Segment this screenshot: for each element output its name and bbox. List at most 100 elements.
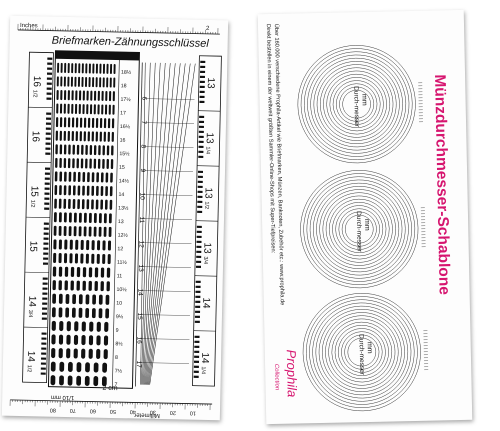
grid-row-value: 10 xyxy=(116,301,122,307)
right-gauge-perf xyxy=(200,60,206,64)
grid-perf-mark xyxy=(96,335,101,346)
grid-perf-mark xyxy=(103,349,108,360)
grid-perf-mark xyxy=(74,76,77,87)
grid-perf-mark xyxy=(76,375,82,386)
grid-perf-mark xyxy=(73,334,79,345)
grid-perf-mark xyxy=(98,294,103,305)
grid-perf-mark xyxy=(108,91,112,102)
grid-perf-mark xyxy=(97,104,100,115)
inches-label: Inches xyxy=(20,23,38,29)
left-gauge-perf xyxy=(41,332,47,335)
right-gauge-number: 14 xyxy=(200,297,211,309)
right-gauge-perf xyxy=(199,90,205,94)
grid-perf-mark xyxy=(59,185,62,196)
grid-perf-mark xyxy=(109,77,112,88)
grid-perf-mark xyxy=(63,253,68,264)
grid-perf-mark xyxy=(71,103,74,114)
grid-perf-mark xyxy=(102,145,105,156)
right-gauge-perf xyxy=(195,265,202,269)
grid-perf-mark xyxy=(58,225,62,236)
left-gauge-perf xyxy=(46,112,52,115)
right-gauge-perf xyxy=(194,315,200,319)
grid-perf-mark xyxy=(103,131,106,142)
fan-crossline xyxy=(144,98,195,100)
right-gauge-perf xyxy=(199,75,205,79)
left-gauge-perf xyxy=(46,82,52,85)
grid-perf-mark xyxy=(64,280,68,291)
grid-perf-mark xyxy=(60,62,63,73)
grid-perf-mark xyxy=(67,103,70,114)
grid-row-value: 17 xyxy=(120,110,126,116)
grid-perf-mark xyxy=(58,334,64,345)
left-gauge-divider xyxy=(23,326,48,328)
coin-circle-ring xyxy=(312,302,412,402)
grid-row-value: 14 xyxy=(118,192,124,198)
fan-line xyxy=(147,63,186,385)
left-gauge-perf xyxy=(45,122,51,125)
coin-circle-ring xyxy=(310,57,403,151)
right-gauge-perf xyxy=(195,300,201,304)
grid-perf-mark xyxy=(104,104,108,115)
grid-perf-mark xyxy=(67,130,70,142)
grid-perf-mark xyxy=(112,104,115,115)
grid-perf-mark xyxy=(59,157,62,169)
grid-perf-mark xyxy=(63,185,67,196)
right-gauge-perf xyxy=(199,80,205,84)
coin-circle-ring xyxy=(306,176,412,282)
grid-perf-mark xyxy=(107,254,111,265)
grid-perf-mark xyxy=(51,334,56,345)
grid-perf-mark xyxy=(78,103,81,115)
left-gauge-perf xyxy=(44,182,50,185)
left-gauge-perf xyxy=(43,257,49,260)
left-gauge-perf xyxy=(41,317,47,320)
grid-perf-mark xyxy=(66,348,71,359)
grid-perf-mark xyxy=(106,158,109,170)
right-gauge-perf xyxy=(196,235,202,239)
perforation-gauge-graphic: Inches 2 Briefmarken-Zähnungsschlüssel 1… xyxy=(9,23,222,418)
grid-perf-mark xyxy=(76,362,82,373)
grid-perf-mark xyxy=(85,158,88,169)
left-gauge-perf xyxy=(46,92,52,95)
right-gauge-perf xyxy=(196,260,202,264)
right-gauge-number: 13 xyxy=(202,187,213,199)
top-inch-scale: Inches 2 xyxy=(17,23,220,35)
grid-perf-mark xyxy=(86,199,90,210)
right-gauge-perf xyxy=(199,100,205,104)
coin-circle-ring xyxy=(313,61,400,148)
grid-perf-mark xyxy=(67,76,70,87)
grid-perf-mark xyxy=(65,307,70,318)
left-gauge-perf xyxy=(41,352,47,355)
grid-row-value: 18½ xyxy=(121,69,132,76)
grid-perf-mark xyxy=(85,307,90,319)
grid-perf-mark xyxy=(77,171,81,182)
grid-perf-mark xyxy=(95,199,99,210)
left-gauge-perf xyxy=(44,177,50,180)
bottom-mm-number: 40 xyxy=(130,408,136,414)
coin-circle-ring xyxy=(341,211,377,247)
grid-perf-mark xyxy=(85,144,88,155)
grid-perf-mark xyxy=(88,63,91,74)
left-gauge-perf xyxy=(42,307,48,310)
right-gauge-perf xyxy=(198,135,204,139)
grid-perf-mark xyxy=(107,118,111,129)
fan-crossline xyxy=(140,290,191,292)
left-gauge-perf xyxy=(43,252,49,255)
grid-perf-mark xyxy=(68,198,71,209)
grid-row-value: 9 xyxy=(116,328,119,334)
coin-circle-ring xyxy=(329,198,390,260)
coin-circle-ring xyxy=(328,318,396,386)
right-gauge-perf xyxy=(194,345,200,348)
right-gauge-perf xyxy=(197,185,203,189)
grid-perf-mark xyxy=(58,253,62,264)
grid-perf-mark xyxy=(106,63,109,74)
grid-perf-mark xyxy=(89,158,92,169)
grid-perf-mark xyxy=(69,253,73,264)
left-gauge-perf xyxy=(41,357,47,360)
left-gauge-perf xyxy=(47,67,53,70)
right-gauge-perf xyxy=(196,225,202,229)
coin-circle-ring xyxy=(313,182,406,276)
grid-perf-mark xyxy=(58,266,63,277)
coin-circle-ring xyxy=(306,296,418,408)
grid-perf-mark xyxy=(63,90,67,101)
coin-circle-label-mm: mm xyxy=(363,219,370,231)
